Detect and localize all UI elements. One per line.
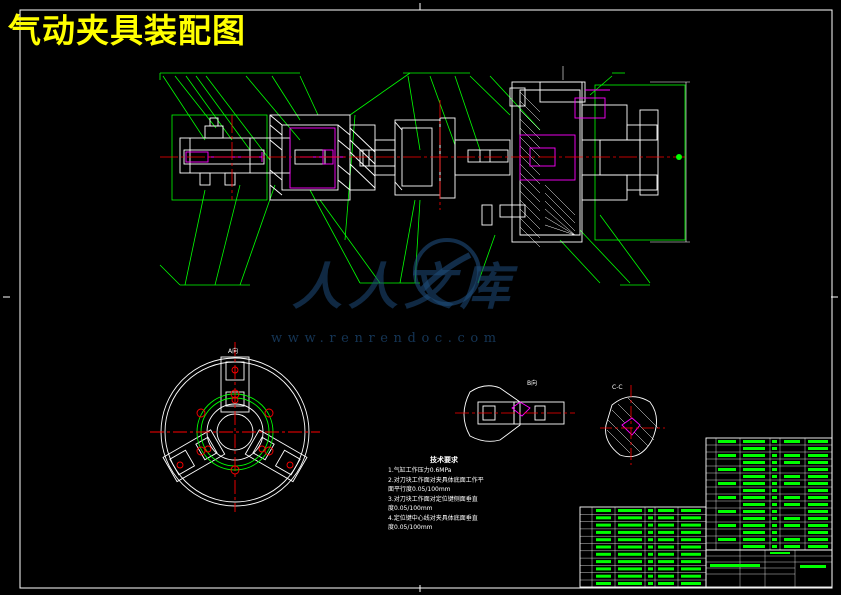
c-c-view [600,385,665,465]
parts-list-left [579,506,707,588]
technical-requirements-title: 技术要求 [430,456,458,464]
view-label-a: A向 [228,348,239,355]
watermark-logo [413,238,481,306]
note-line: 4.定位键中心线对夹具体底面垂直 [388,514,478,522]
center-line-main [160,100,685,210]
watermark-url: www.renrendoc.com [271,331,502,346]
fixture-section [519,89,610,181]
view-label-c: C-C [612,384,623,391]
draw-rod [454,87,526,226]
chuck-a-view [150,342,320,512]
note-line: 1.气缸工作压力0.6MPa [388,467,452,474]
clamp-housing-section [289,127,345,189]
technical-requirements: 1.气缸工作压力0.6MPa 2.对刀块工作面对夹具体底面工作平 面平行度0.0… [388,466,508,533]
main-assembly-view [159,66,690,286]
b-view [455,385,575,442]
datum-marker [676,154,682,160]
dimension-lines [562,66,690,243]
note-line: 面平行度0.05/100mm [388,486,451,493]
note-line: 度0.05/100mm [388,505,433,512]
note-line: 3.对刀块工作面对定位键侧面垂直 [388,495,478,503]
parts-list-right [705,437,833,551]
view-label-b: B向 [527,380,538,387]
note-line: 度0.05/100mm [388,524,433,531]
drawing-border [19,9,833,589]
note-line: 2.对刀块工作面对夹具体底面工作平 [388,476,484,484]
fixture-body [511,81,659,243]
fixture-hatching [519,91,576,248]
watermark-text: 人人文库 [292,257,516,316]
title-block [705,549,833,588]
drawing-title: 气动夹具装配图 [8,11,246,50]
